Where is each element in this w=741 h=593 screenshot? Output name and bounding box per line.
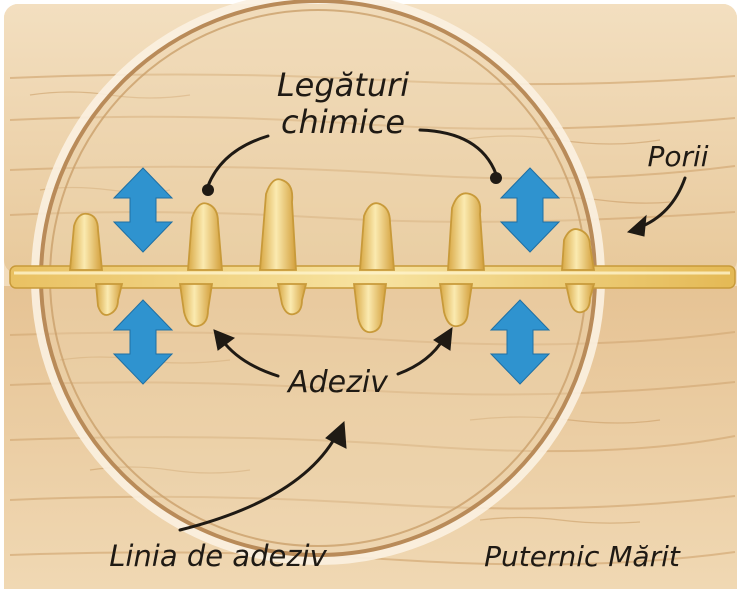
label-adhesive-line: Linia de adeziv	[109, 539, 327, 573]
label-chemical-bonds-2: chimice	[281, 103, 405, 141]
label-adhesive: Adeziv	[286, 365, 389, 400]
glue-up-2	[188, 203, 222, 270]
glue-up-4	[360, 203, 394, 270]
label-magnified: Puternic Mărit	[484, 540, 681, 573]
label-chemical-bonds-1: Legături	[277, 66, 409, 104]
label-pores: Porii	[647, 140, 708, 173]
glue-up-1	[70, 214, 102, 270]
glue-up-5	[448, 193, 484, 270]
